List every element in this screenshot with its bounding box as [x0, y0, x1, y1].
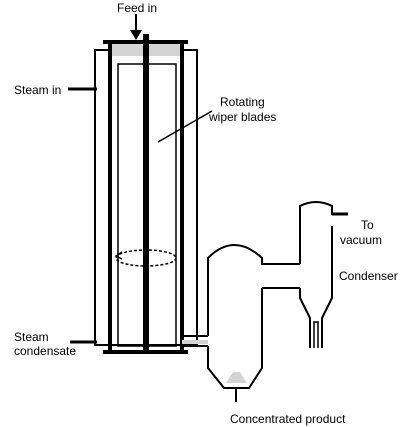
outlet-pipe-grey	[182, 340, 208, 344]
concentrated-product-pool	[226, 372, 247, 383]
vacuum-label: vacuum	[340, 233, 383, 247]
to-label: To	[361, 218, 374, 232]
concentrated-product-label: Concentrated product	[230, 412, 346, 426]
condenser-label: Condenser	[339, 269, 398, 283]
steam-in-label: Steam in	[14, 83, 62, 97]
condensate-label: condensate	[14, 344, 77, 358]
outlet-pipe	[182, 335, 208, 347]
rotation-arrow	[114, 251, 123, 260]
separator-vessel	[207, 244, 300, 389]
feed-in-label: Feed in	[117, 1, 158, 15]
evaporator-drawing	[68, 34, 348, 402]
wiper-blades-label: wiper blades	[209, 110, 277, 124]
steam-label: Steam	[14, 330, 49, 344]
feed-in-arrowhead	[130, 30, 142, 40]
vapour-line	[262, 263, 300, 289]
wiper-blade-pointer	[157, 110, 213, 143]
rotating-label: Rotating	[220, 95, 265, 109]
condenser-body	[299, 201, 348, 348]
rotation-indicator	[115, 249, 177, 267]
condenser-inner-tube	[313, 321, 319, 348]
